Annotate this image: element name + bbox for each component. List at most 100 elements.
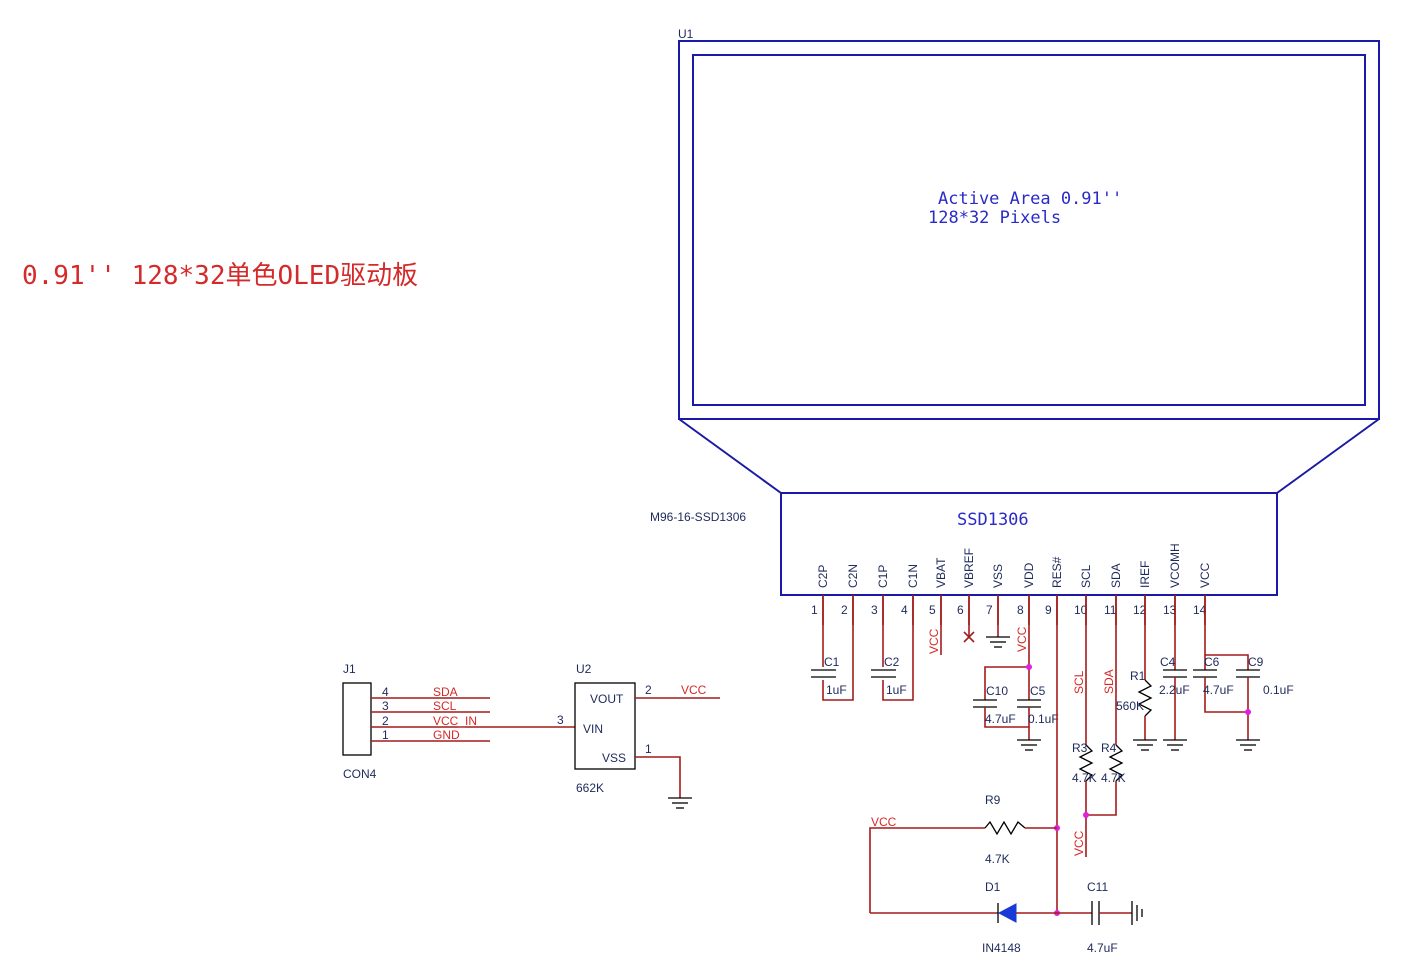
c10-ref: C10	[986, 684, 1008, 698]
u1-pin-12-name: IREF	[1138, 561, 1152, 588]
r9-value: 4.7K	[985, 852, 1010, 866]
c2-ref: C2	[884, 655, 900, 669]
c11-value: 4.7uF	[1087, 941, 1118, 955]
u1-pin-7-name: VSS	[991, 564, 1005, 588]
u1-pin-6-name: VBREF	[962, 548, 976, 588]
u1-pin-2-name: C2N	[846, 564, 860, 588]
u1-pin-5-number: 5	[929, 603, 936, 617]
r1-resistor	[1137, 679, 1153, 717]
j1-pin-1-net: GND	[433, 728, 460, 742]
oled-outer-frame	[678, 40, 1380, 420]
u2-pin-vin: 3	[557, 713, 564, 727]
sda-net-label: SDA	[1102, 669, 1116, 694]
j1-body	[342, 682, 372, 756]
u1-pin-2-number: 2	[841, 603, 848, 617]
u1-pin-10-name: SCL	[1079, 564, 1093, 588]
schematic-title: 0.91'' 128*32单色OLED驱动板	[22, 261, 418, 291]
scl-net-label: SCL	[1072, 670, 1086, 694]
u1-pin-14-number: 14	[1193, 603, 1207, 617]
r3-resistor	[1078, 744, 1094, 782]
u1-pins: C2P1C2N2C1P3C1N4VBAT5VBREF6VSS7VDD8RES#9…	[811, 543, 1212, 625]
c6-value: 4.7uF	[1203, 683, 1234, 697]
regulator-u2: U2 VOUT VIN VSS 662K 3 2 VCC 1	[557, 662, 720, 809]
r4-value: 4.7K	[1101, 771, 1126, 785]
d1-value: IN4148	[982, 941, 1021, 955]
u1-pin-11-number: 11	[1104, 603, 1117, 617]
c9-value: 0.1uF	[1263, 683, 1294, 697]
u2-vin-label: VIN	[583, 722, 603, 736]
u2-pin-vout: 2	[645, 683, 652, 697]
c1-value: 1uF	[826, 683, 847, 697]
u1-pin-10-number: 10	[1074, 603, 1088, 617]
r3-ref: R3	[1072, 741, 1088, 755]
u2-vss-label: VSS	[602, 751, 626, 765]
pullup-vcc-net: VCC	[1072, 830, 1086, 856]
j1-value: CON4	[343, 767, 377, 781]
fpc-taper-right	[1276, 418, 1380, 494]
u1-pin-1-name: C2P	[816, 565, 830, 588]
r9-resistor	[984, 820, 1026, 836]
r9-ref: R9	[985, 793, 1001, 807]
u2-pin-vss: 1	[645, 742, 652, 756]
r9-vcc-net: VCC	[871, 815, 897, 829]
c5-value: 0.1uF	[1028, 712, 1059, 726]
u1-pin-6-number: 6	[957, 603, 964, 617]
r4-resistor	[1108, 744, 1124, 782]
u1-pin-3-name: C1P	[876, 565, 890, 588]
u1-pin-8-number: 8	[1017, 603, 1024, 617]
oled-module-u1: U1 Active Area 0.91'' 128*32 Pixels SSD1…	[650, 27, 1380, 596]
u2-vout-label: VOUT	[590, 692, 624, 706]
c6-ref: C6	[1204, 655, 1220, 669]
u1-pin-9-number: 9	[1045, 603, 1052, 617]
u1-pin-5-name: VBAT	[934, 557, 948, 588]
active-area-label: Active Area 0.91''	[938, 189, 1122, 209]
u2-vcc-net: VCC	[681, 683, 707, 697]
u1-ref: U1	[678, 27, 694, 41]
j1-ref: J1	[343, 662, 356, 676]
j1-pins: 4 SDA 3 SCL 2 VCC_IN 1 GND	[371, 685, 490, 742]
r1-value: 560K	[1116, 699, 1144, 713]
r4-ref: R4	[1101, 741, 1117, 755]
controller-label: SSD1306	[957, 510, 1029, 530]
u1-pin-11-name: SDA	[1109, 563, 1123, 588]
c1-ref: C1	[824, 655, 840, 669]
u1-part-number: M96-16-SSD1306	[650, 510, 746, 524]
j1-pin-3-number: 3	[382, 699, 389, 713]
d1-ref: D1	[985, 880, 1001, 894]
j1-pin-3-net: SCL	[433, 699, 457, 713]
c2-value: 1uF	[886, 683, 907, 697]
u1-pin-4-number: 4	[901, 603, 908, 617]
c4-value: 2.2uF	[1159, 683, 1190, 697]
oled-active-area	[692, 54, 1366, 406]
j1-pin-4-number: 4	[382, 685, 389, 699]
j1-pin-1-number: 1	[382, 728, 389, 742]
u1-pin-8-name: VDD	[1022, 562, 1036, 588]
vdd-vcc-net: VCC	[1015, 626, 1029, 652]
c9-ref: C9	[1248, 655, 1264, 669]
u1-pin-1-number: 1	[811, 603, 818, 617]
d1-diode	[997, 903, 1017, 923]
u2-ref: U2	[576, 662, 592, 676]
u1-pin-14-name: VCC	[1198, 562, 1212, 588]
u2-body	[574, 682, 636, 770]
j1-pin-2-number: 2	[382, 714, 389, 728]
j1-pin-2-net: VCC_IN	[433, 714, 477, 728]
fpc-taper-left	[678, 418, 782, 494]
u2-value: 662K	[576, 781, 604, 795]
c5-ref: C5	[1030, 684, 1046, 698]
u1-pin-12-number: 12	[1133, 603, 1147, 617]
u1-pin-9-name: RES#	[1050, 556, 1064, 588]
r1-ref: R1	[1130, 669, 1146, 683]
u1-pin-13-name: VCOMH	[1168, 543, 1182, 588]
c11-ref: C11	[1087, 880, 1108, 894]
connector-j1: J1 CON4 4 SDA 3 SCL 2 VCC_IN 1 GND	[342, 662, 575, 781]
vbat-vcc-net: VCC	[927, 628, 941, 654]
r3-value: 4.7K	[1072, 771, 1097, 785]
u1-pin-3-number: 3	[871, 603, 878, 617]
u1-pin-13-number: 13	[1163, 603, 1177, 617]
u1-wiring: C1 1uF C2 1uF VCC VCC	[811, 595, 1294, 955]
c4-ref: C4	[1160, 655, 1176, 669]
u1-pin-7-number: 7	[986, 603, 993, 617]
j1-pin-4-net: SDA	[433, 685, 458, 699]
